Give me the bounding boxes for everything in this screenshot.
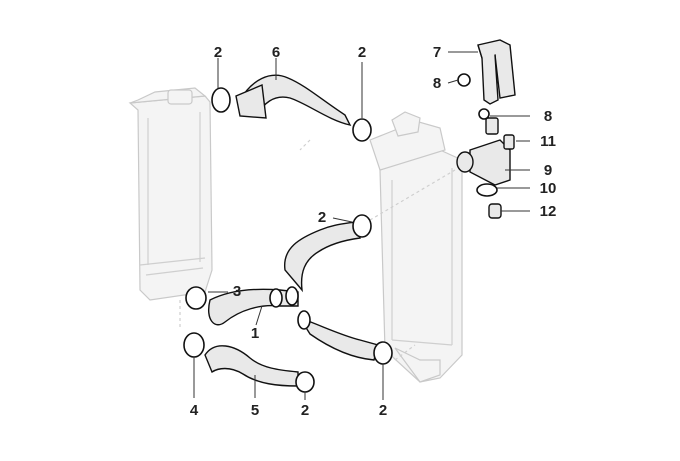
label-8-upper: 8 [433, 75, 441, 92]
label-5: 5 [251, 402, 259, 419]
left-radiator [128, 87, 213, 301]
clamp-2-top-right [352, 118, 372, 142]
label-2-top-right: 2 [358, 44, 366, 61]
clamp-3 [185, 286, 207, 310]
right-radiator [369, 111, 463, 383]
part-labels: 2 6 2 7 8 8 11 9 10 12 2 3 1 4 5 2 2 [190, 44, 557, 419]
hose-1-lower-right [298, 316, 379, 361]
clamp-4 [183, 332, 205, 358]
label-2-bottom-right: 2 [379, 402, 387, 419]
hose-5 [204, 345, 299, 387]
clamps [183, 87, 393, 393]
label-2-middle: 2 [318, 209, 326, 226]
label-2-top-left: 2 [214, 44, 222, 61]
leader-lines [193, 51, 530, 400]
label-9: 9 [544, 162, 552, 179]
clamp-2-bottom-mid [295, 371, 315, 393]
label-8-lower: 8 [544, 108, 552, 125]
clamp-y-low [297, 310, 311, 330]
clamp-y-mid [285, 286, 299, 306]
clamp-2-bottom-right [373, 341, 393, 365]
label-2-bottom-mid: 2 [301, 402, 309, 419]
label-7: 7 [433, 44, 441, 61]
label-1: 1 [251, 325, 259, 342]
label-12: 12 [540, 203, 557, 220]
label-4: 4 [190, 402, 199, 419]
hose-1-lower-left [208, 288, 299, 326]
thermostat-housing [456, 39, 516, 219]
clamp-y-left [269, 288, 283, 308]
hose-6 [239, 74, 352, 127]
label-6: 6 [272, 44, 280, 61]
hose-1-upper [284, 221, 361, 293]
label-10: 10 [540, 180, 557, 197]
hose-6-band [235, 83, 267, 119]
clamp-2-top-left [211, 87, 231, 113]
label-3: 3 [233, 283, 241, 300]
clamp-2-middle [352, 214, 372, 238]
label-11: 11 [540, 133, 556, 150]
alignment-lines [179, 139, 456, 361]
